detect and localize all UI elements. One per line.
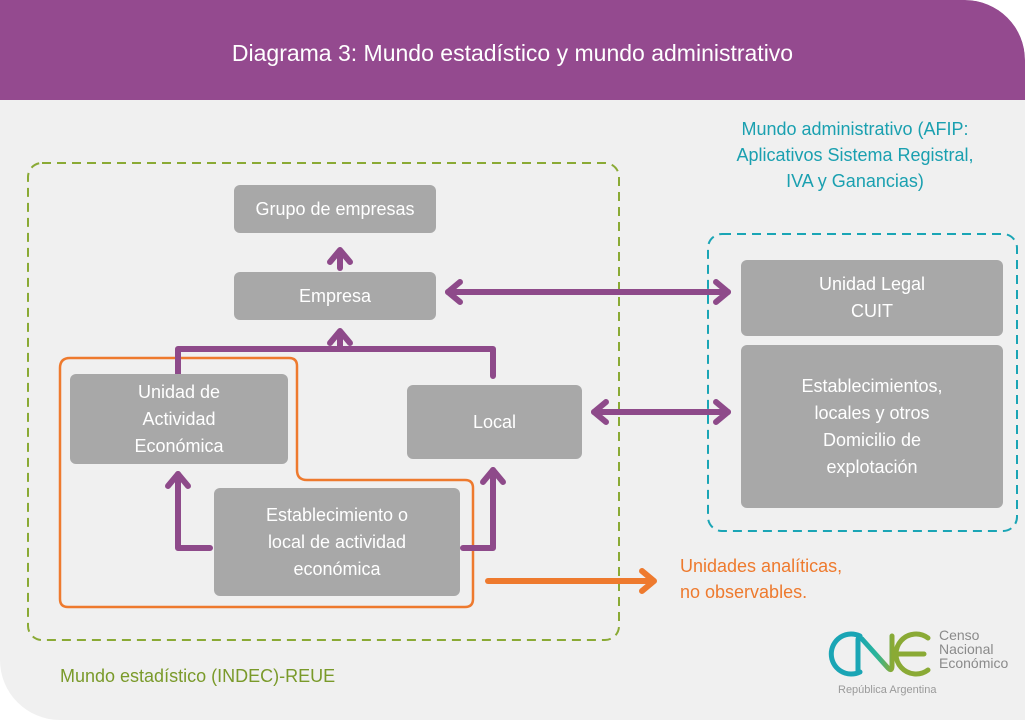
arrow-establecimiento-to-unidad	[175, 471, 213, 551]
box-local: Local	[407, 385, 582, 459]
administrative-world-border	[707, 233, 1018, 532]
box-unidad-legal: Unidad Legal CUIT	[741, 260, 1003, 336]
box-grupo-de-empresas: Grupo de empresas	[234, 185, 436, 233]
box-unidad-actividad-economica: Unidad de Actividad Económica	[70, 374, 288, 464]
arrow-bracket-to-empresa	[175, 346, 496, 379]
diagram-title: Diagrama 3: Mundo estadístico y mundo ad…	[231, 40, 794, 66]
cne-logo-subtitle: República Argentina	[838, 684, 937, 696]
statistical-world-label: Mundo estadístico (INDEC)-REUE	[60, 666, 336, 686]
administrative-world-label: Mundo administrativo (AFIP: Aplicativos …	[736, 119, 974, 191]
cne-logo: Censo Nacional Económico República Argen…	[826, 628, 1016, 700]
arrow-establecimiento-to-local	[460, 467, 496, 551]
box-establecimientos: Establecimientos, locales y otros Domici…	[741, 345, 1003, 508]
box-empresa: Empresa	[234, 272, 436, 320]
analytic-units-outline	[58, 356, 475, 609]
cne-logo-mark	[828, 631, 931, 677]
analytic-units-label: Unidades analíticas, no observables.	[680, 556, 843, 602]
box-establecimiento: Establecimiento o local de actividad eco…	[214, 488, 460, 596]
header-bar: Diagrama 3: Mundo estadístico y mundo ad…	[0, 0, 1025, 100]
statistical-world-border	[27, 162, 620, 641]
cne-logo-text: Censo Nacional Económico	[939, 627, 1009, 671]
